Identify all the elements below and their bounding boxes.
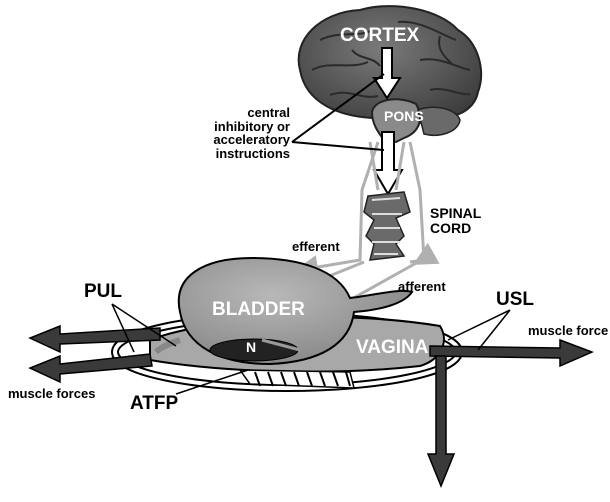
spinal-line-1: SPINAL bbox=[430, 206, 481, 221]
afferent-label: afferent bbox=[398, 280, 446, 294]
central-line-1: central bbox=[212, 106, 290, 120]
spinal-cord-label: SPINAL CORD bbox=[430, 206, 481, 235]
pul-label: PUL bbox=[84, 282, 122, 302]
left-upper-force-arrow bbox=[30, 326, 160, 352]
spinal-line-2: CORD bbox=[430, 221, 481, 236]
central-line-4: instructions bbox=[212, 147, 290, 161]
central-instructions-label: central inhibitory or acceleratory instr… bbox=[212, 106, 290, 161]
vagina-label: VAGINA bbox=[356, 338, 428, 358]
muscle-force-label: muscle force bbox=[528, 324, 608, 338]
left-lower-force-arrow bbox=[30, 354, 152, 382]
n-label: N bbox=[246, 340, 256, 355]
efferent-label: efferent bbox=[292, 240, 340, 254]
central-line-3: acceleratory bbox=[212, 133, 290, 147]
pons-label: PONS bbox=[384, 109, 424, 124]
muscle-forces-label: muscle forces bbox=[8, 387, 95, 401]
central-line-2: inhibitory or bbox=[212, 120, 290, 134]
spinal-cord-vertebrae bbox=[364, 192, 410, 260]
atfp-label: ATFP bbox=[130, 394, 178, 414]
bladder-label: BLADDER bbox=[212, 300, 305, 320]
usl-label: USL bbox=[496, 290, 534, 310]
cortex-label: CORTEX bbox=[340, 26, 419, 46]
